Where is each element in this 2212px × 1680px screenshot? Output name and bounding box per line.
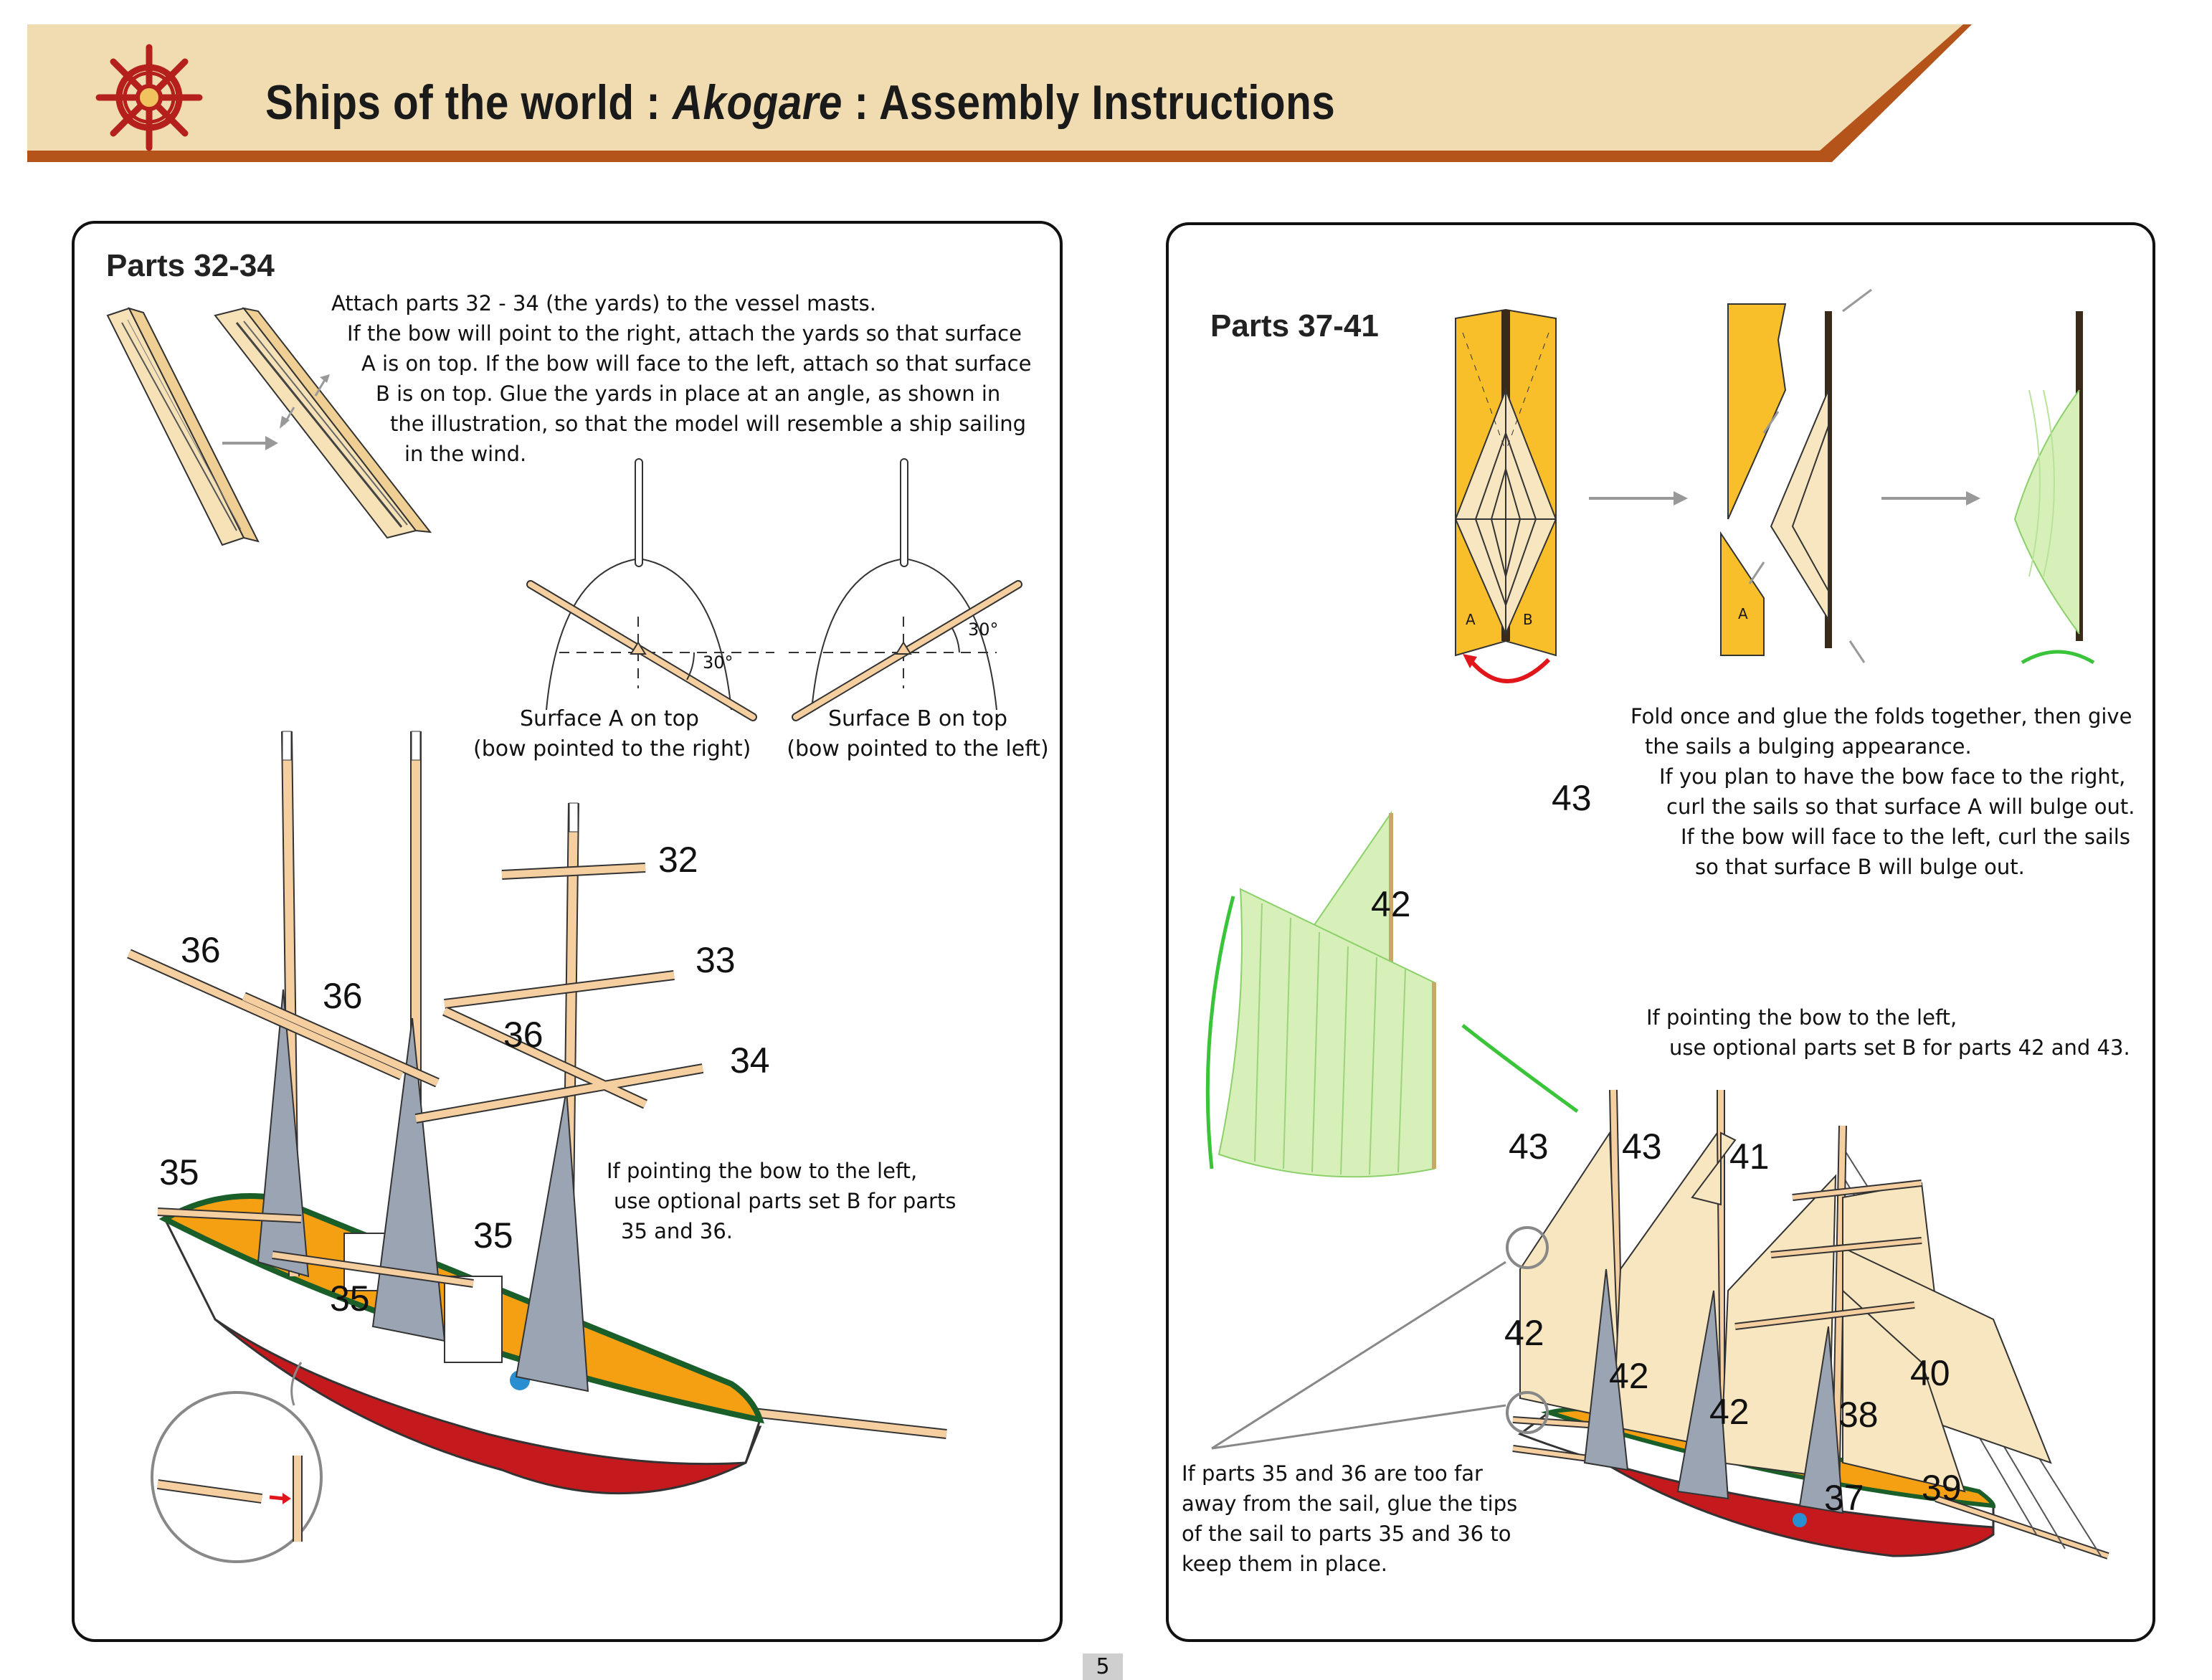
part-label-35: 35 [159, 1152, 199, 1192]
surface-label-a2: A [1738, 605, 1748, 622]
banner-graphic [27, 24, 1972, 162]
ship-label-38: 38 [1838, 1395, 1879, 1435]
angle-diagram-surface-a [526, 458, 774, 721]
part-label-33: 33 [696, 940, 736, 980]
note-line: use optional parts set B for parts 42 an… [1669, 1035, 2130, 1060]
step-arrow [1589, 491, 1688, 506]
page-number: 5 [1083, 1653, 1123, 1680]
caption-surface-b: Surface B on top (bow pointed to the lef… [782, 704, 1054, 764]
instruction-line: Attach parts 32 - 34 (the yards) to the … [331, 291, 876, 315]
ship-label-42: 42 [1609, 1356, 1649, 1396]
surface-label-b: B [1523, 611, 1533, 628]
instruction-line: in the wind. [404, 442, 527, 466]
ship-label-43: 43 [1622, 1126, 1662, 1167]
note-line: If you plan to have the bow face to the … [1659, 764, 2126, 789]
sail-fold-step-2 [1720, 288, 1872, 663]
sail-fold-step-3 [2013, 311, 2095, 665]
caption-line: Surface A on top [520, 706, 699, 731]
note-line: 35 and 36. [621, 1219, 734, 1243]
ships-wheel-icon [95, 44, 203, 151]
note-line: of the sail to parts 35 and 36 to [1182, 1522, 1511, 1546]
note-line: keep them in place. [1182, 1552, 1388, 1576]
part-label-35: 35 [473, 1215, 513, 1256]
fold-arrow-red [1463, 654, 1551, 683]
note-line: If pointing the bow to the left, [607, 1159, 918, 1183]
ship-label-40: 40 [1910, 1353, 1950, 1393]
instruction-line: A is on top. If the bow will face to the… [361, 351, 1032, 376]
caption-line: Surface B on top [827, 706, 1007, 731]
note-line: If the bow will face to the left, curl t… [1681, 825, 2130, 849]
part-label-36: 36 [181, 930, 221, 970]
note-line: so that surface B will bulge out. [1695, 855, 2025, 879]
note-line: If parts 35 and 36 are too far [1182, 1461, 1483, 1486]
ship-label-39: 39 [1922, 1468, 1962, 1508]
part-label-36: 36 [503, 1015, 543, 1055]
part-label-36: 36 [323, 976, 363, 1016]
note-line: curl the sails so that surface A will bu… [1666, 794, 2135, 819]
angle-label-a: 30° [703, 652, 734, 673]
instruction-line: B is on top. Glue the yards in place at … [376, 381, 1001, 406]
ship-label-42: 42 [1504, 1313, 1544, 1353]
page-title: Ships of the world : Akogare : Assembly … [265, 75, 1335, 130]
note-line: use optional parts set B for parts [614, 1189, 957, 1213]
ship-with-sails-illustration [1211, 1089, 2109, 1560]
caption-line: (bow pointed to the left) [787, 736, 1049, 761]
ship-label-42: 42 [1709, 1392, 1750, 1432]
angle-label-b: 30° [968, 620, 999, 640]
sail-label-42: 42 [1371, 884, 1411, 924]
left-panel-title: Parts 32-34 [106, 248, 275, 283]
ship-label-43: 43 [1509, 1126, 1549, 1167]
angle-diagram-surface-b [789, 458, 1022, 721]
note-line: Fold once and glue the folds together, t… [1630, 704, 2132, 729]
surface-label-a: A [1466, 611, 1476, 628]
sail-fold-step-1 [1454, 308, 1557, 657]
part-label-34: 34 [730, 1040, 770, 1081]
title-ship-name: Akogare [672, 75, 842, 130]
part-label-32: 32 [658, 840, 698, 880]
note-line: away from the sail, glue the tips [1182, 1491, 1518, 1516]
title-prefix: Ships of the world : [265, 75, 673, 130]
step-arrow [1881, 491, 1980, 506]
instruction-line: the illustration, so that the model will… [390, 412, 1026, 436]
caption-line: (bow pointed to the right) [473, 736, 751, 761]
part-label-35: 35 [330, 1278, 370, 1319]
instruction-line: If the bow will point to the right, atta… [347, 321, 1022, 346]
ship-label-37: 37 [1824, 1478, 1864, 1518]
optional-sails-illustration [1205, 810, 1579, 1178]
ship-label-41: 41 [1729, 1136, 1770, 1177]
right-panel-title: Parts 37-41 [1210, 308, 1379, 343]
title-suffix: : Assembly Instructions [842, 75, 1336, 130]
note-line: the sails a bulging appearance. [1645, 734, 1972, 759]
yard-fold-illustration [106, 307, 432, 546]
caption-surface-a: Surface A on top (bow pointed to the rig… [473, 704, 751, 764]
sail-label-43: 43 [1552, 778, 1592, 818]
ship-with-yards-illustration [127, 731, 947, 1563]
note-line: If pointing the bow to the left, [1646, 1005, 1957, 1030]
